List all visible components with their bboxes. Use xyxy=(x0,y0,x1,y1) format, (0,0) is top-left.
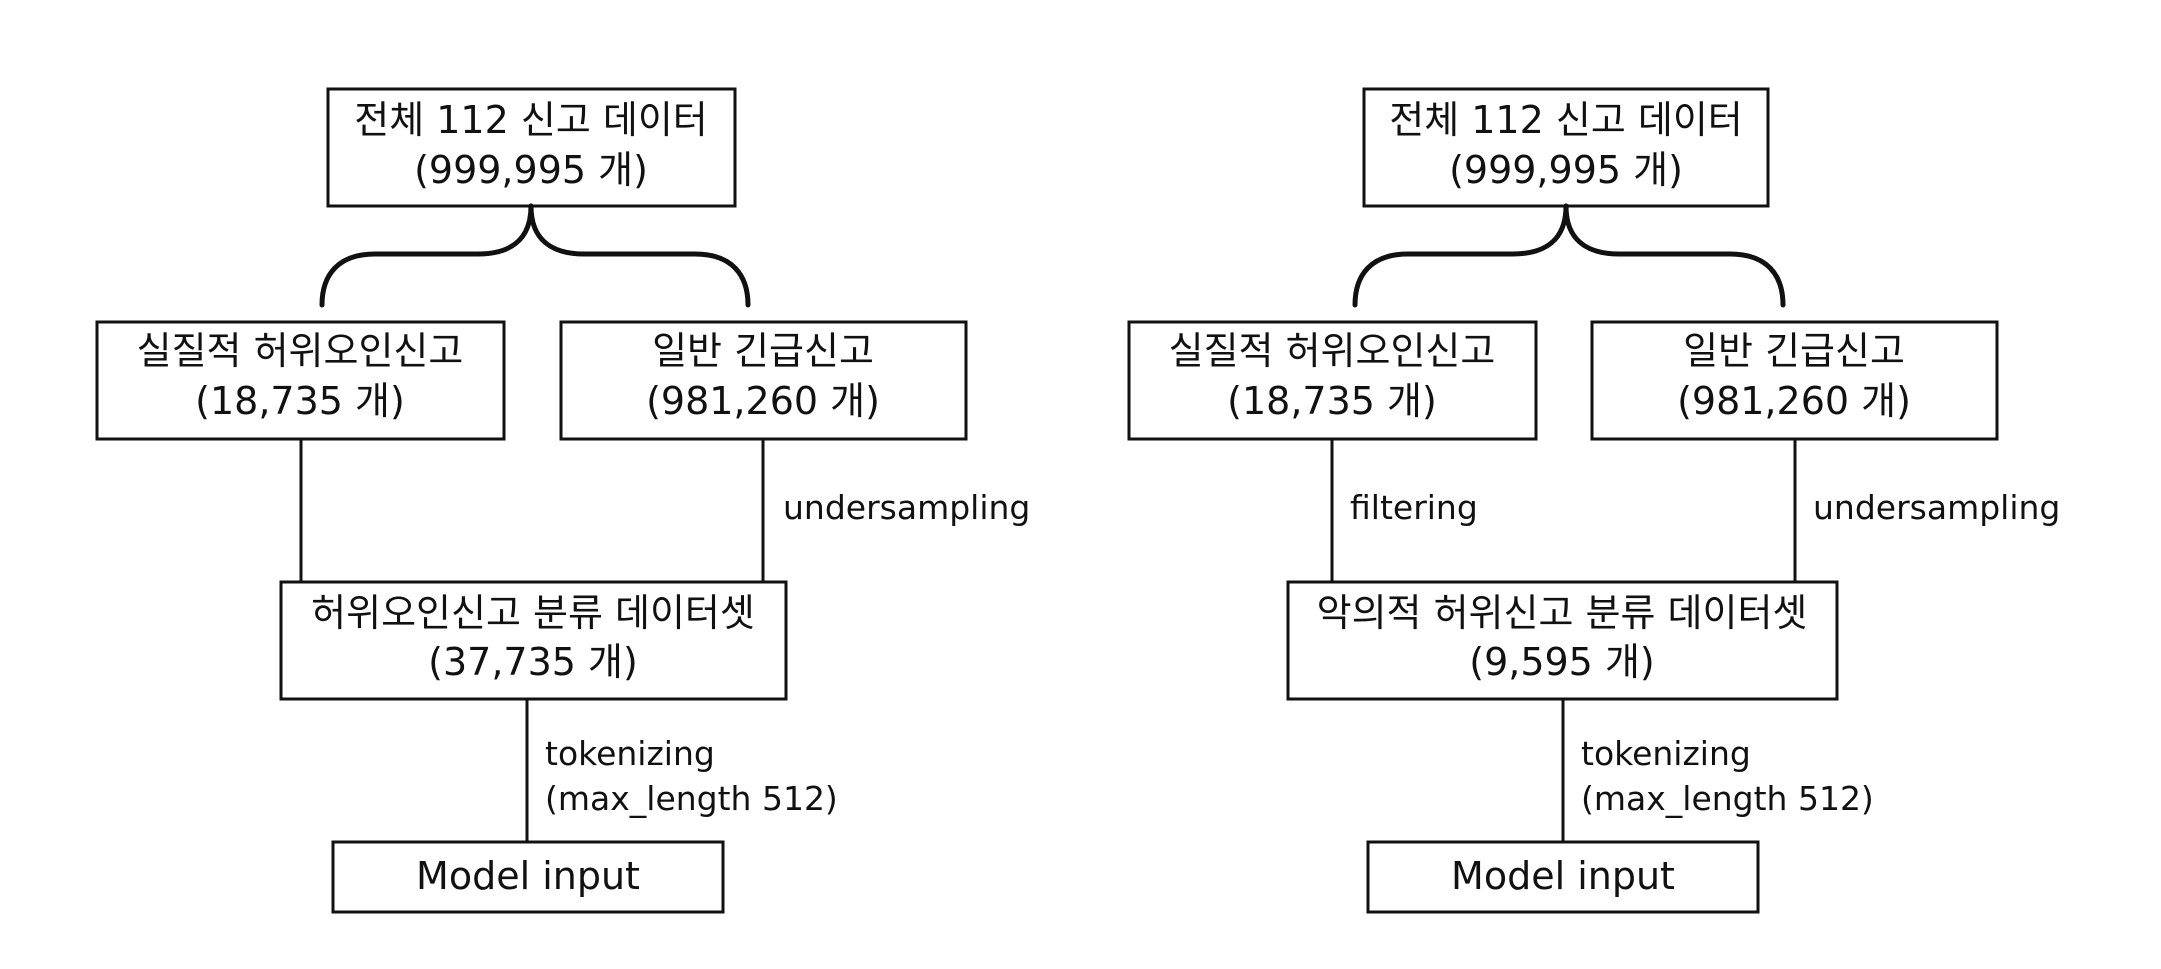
max-length-label: (max_length 512) xyxy=(1581,779,1874,818)
dataset-count: (9,595 개) xyxy=(1469,640,1654,684)
general-emergency-title: 일반 긴급신고 xyxy=(1683,329,1905,373)
model-input-box xyxy=(1366,840,1760,914)
genuine-false-report-box xyxy=(1127,320,1538,441)
dataset-box xyxy=(1286,580,1839,701)
max-length-label: (max_length 512) xyxy=(545,779,838,818)
split-brace-left xyxy=(319,203,534,308)
genuine-false-report-box xyxy=(95,320,506,441)
top-box-count: (999,995 개) xyxy=(414,148,648,192)
split-brace-left xyxy=(1352,203,1569,308)
model-input-label: Model input xyxy=(416,854,640,898)
top-box-title: 전체 112 신고 데이터 xyxy=(1389,98,1743,142)
dataset-count: (37,735 개) xyxy=(428,640,638,684)
top-box-count: (999,995 개) xyxy=(1449,148,1683,192)
split-brace-right xyxy=(528,203,751,308)
general-emergency-count: (981,260 개) xyxy=(646,379,880,423)
dataset-title: 악의적 허위신고 분류 데이터셋 xyxy=(1317,591,1808,635)
genuine-false-report-count: (18,735 개) xyxy=(195,379,405,423)
tokenize-label: tokenizing xyxy=(545,734,715,773)
right-edge-label: undersampling xyxy=(783,488,1030,527)
general-emergency-box xyxy=(1590,320,1999,441)
genuine-false-report-title: 실질적 허위오인신고 xyxy=(1169,329,1496,373)
flow-1: 전체 112 신고 데이터 (999,995 개) 실질적 허위오인신고 (18… xyxy=(95,87,1030,914)
model-input-label: Model input xyxy=(1451,854,1675,898)
genuine-false-report-count: (18,735 개) xyxy=(1227,379,1437,423)
right-edge-label: undersampling xyxy=(1813,488,2060,527)
top-box-title: 전체 112 신고 데이터 xyxy=(354,98,708,142)
general-emergency-box xyxy=(559,320,968,441)
dataset-title: 허위오인신고 분류 데이터셋 xyxy=(311,591,755,635)
dataset-box xyxy=(279,580,788,701)
model-input-box xyxy=(331,840,725,914)
left-edge-label: filtering xyxy=(1350,488,1478,527)
genuine-false-report-title: 실질적 허위오인신고 xyxy=(137,329,464,373)
top-box xyxy=(326,87,737,208)
tokenize-label: tokenizing xyxy=(1581,734,1751,773)
general-emergency-title: 일반 긴급신고 xyxy=(652,329,874,373)
general-emergency-count: (981,260 개) xyxy=(1677,379,1911,423)
split-brace-right xyxy=(1563,203,1786,308)
flow-2: 전체 112 신고 데이터 (999,995 개) 실질적 허위오인신고 (18… xyxy=(1127,87,2060,914)
